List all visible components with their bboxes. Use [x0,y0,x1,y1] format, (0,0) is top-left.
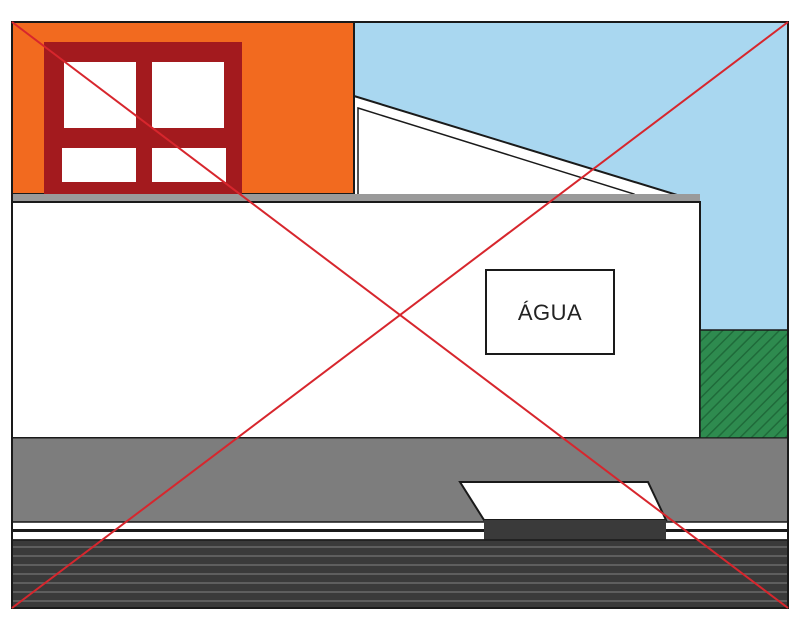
window-pane-bottom-left [62,148,136,182]
sidewalk [11,437,789,523]
outer-frame [11,21,789,609]
window-pane-top-right [152,62,224,128]
water-sign-box [485,269,615,355]
grass-patch [699,329,789,439]
water-sign: ÁGUA [485,269,615,355]
road [11,539,789,609]
water-sign-label: ÁGUA [518,300,582,325]
gutter-line [12,194,700,202]
window-pane-top-left [64,62,136,128]
window-pane-bottom-right [152,148,226,182]
curb-inner-line [12,529,788,532]
cross-out-line-2 [11,21,789,609]
window [44,42,242,194]
access-lid [458,481,668,521]
curb-ramp [484,520,666,542]
